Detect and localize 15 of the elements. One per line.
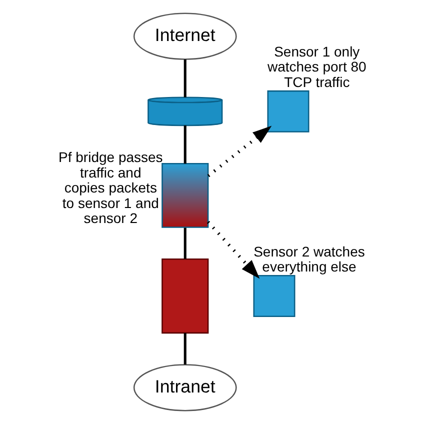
arrow — [206, 220, 260, 279]
connector — [183, 333, 186, 365]
node-label: Sensor 1 only watches port 80 TCP traffic — [266, 43, 366, 90]
node-ellipse: Internet — [132, 12, 236, 60]
node-box — [252, 275, 295, 318]
node-label: Sensor 2 watches everything else — [253, 243, 364, 275]
connector — [183, 228, 186, 259]
node-box — [161, 162, 208, 228]
node-ellipse: Intranet — [132, 364, 236, 412]
node-label: Pf bridge passes traffic and copies packets to sensor 1 and sensor 2 — [58, 149, 162, 226]
connector — [183, 59, 186, 98]
arrow — [206, 126, 272, 178]
connector — [183, 125, 186, 164]
node-box — [161, 258, 208, 334]
node-box — [266, 90, 309, 132]
